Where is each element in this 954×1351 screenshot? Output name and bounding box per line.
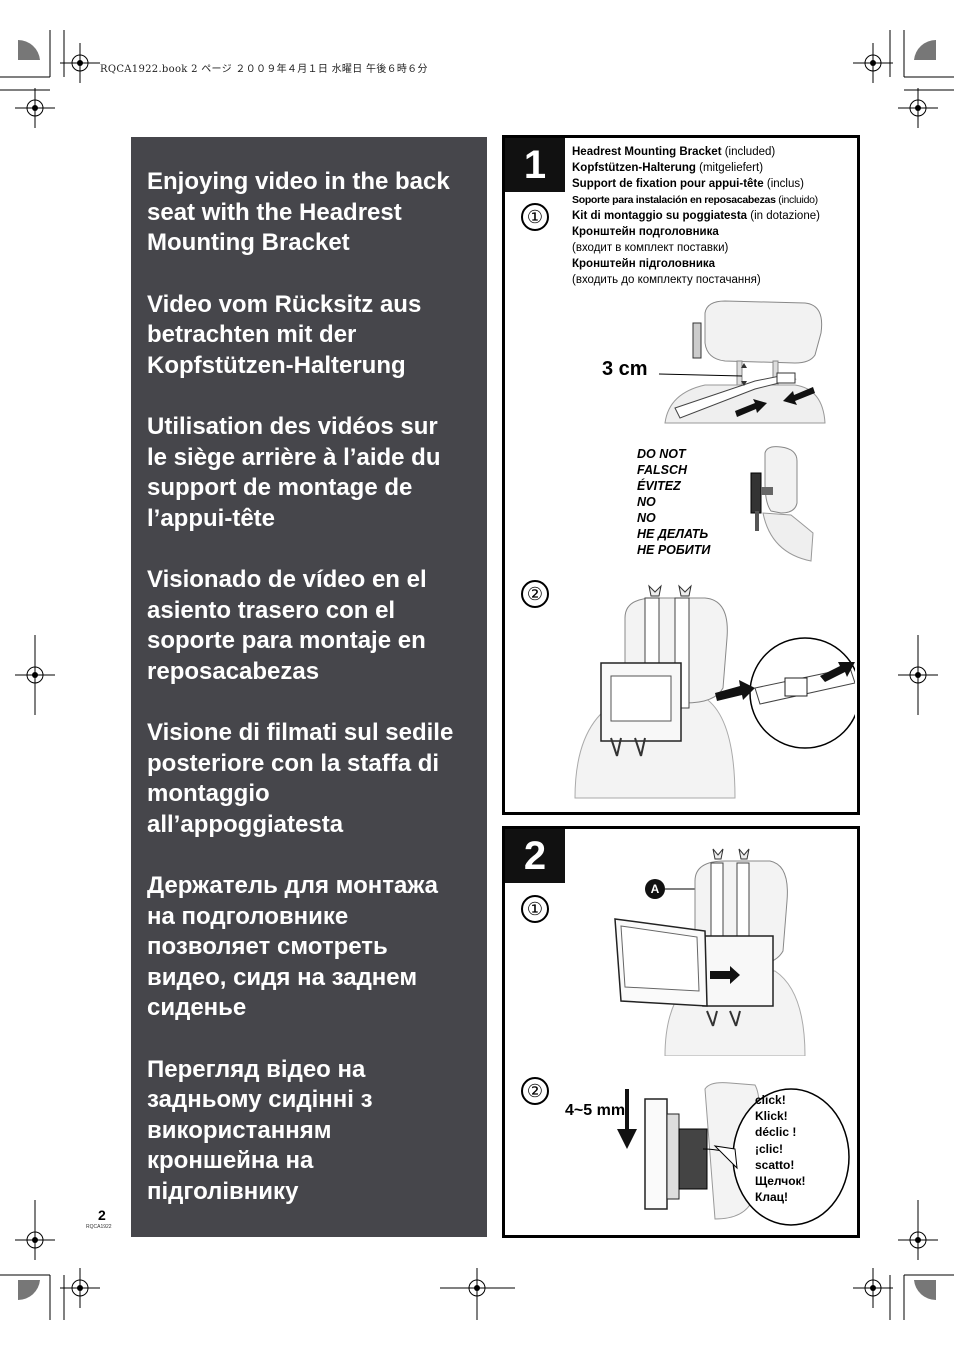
step2-number: 2	[505, 829, 565, 883]
bracket-item: Headrest Mounting Bracket (included)	[572, 144, 820, 160]
step2-sub1-marker: ①	[521, 895, 549, 923]
step2-sub2-marker: ②	[521, 1077, 549, 1105]
step2-box: 2 ① A ② 4~5 mm click! Klick! déclic	[502, 826, 860, 1238]
bracket-item: Kit di montaggio su poggiatesta (in dota…	[572, 208, 820, 224]
warning-text: DO NOT	[637, 446, 710, 462]
click-word: Klick!	[755, 1108, 806, 1124]
distance-leader-line	[657, 370, 747, 380]
title-italian: Visione di filmati sul sedile posteriore…	[147, 718, 482, 840]
warning-text: ÉVITEZ	[637, 478, 710, 494]
step1-number: 1	[505, 138, 565, 192]
step1-box: 1 ① Headrest Mounting Bracket (included)…	[502, 135, 860, 815]
bracket-item: Support de fixation pour appui-tête (inc…	[572, 176, 820, 192]
bracket-item: Кронштейн підголовника	[572, 256, 820, 272]
bracket-item: Soporte para instalación en reposacabeza…	[572, 192, 820, 208]
document-code: RQCA1922	[86, 1224, 112, 1230]
attach-player-illustration	[595, 841, 815, 1056]
bracket-mounted-illustration	[565, 578, 855, 803]
warning-text: НЕ ДЕЛАТЬ	[637, 526, 710, 542]
warning-text: NO	[637, 510, 710, 526]
warning-text: NO	[637, 494, 710, 510]
title-french: Utilisation des vidéos sur le siège arri…	[147, 412, 482, 534]
headrest-strap-illustration	[655, 293, 855, 428]
bracket-item: Кронштейн подголовника	[572, 224, 820, 240]
click-word: déclic !	[755, 1124, 806, 1140]
warning-text: НЕ РОБИТИ	[637, 542, 710, 558]
title-list: Enjoying video in the back seat with the…	[147, 167, 482, 1238]
bracket-item: (входит в комплект поставки)	[572, 240, 820, 256]
click-word-list: click! Klick! déclic ! ¡clic! scatto! Ще…	[755, 1092, 806, 1205]
title-german: Video vom Rücksitz aus betrachten mit de…	[147, 290, 482, 382]
distance-label: 3 cm	[602, 358, 648, 381]
click-word: Щелчок!	[755, 1173, 806, 1189]
warning-text: FALSCH	[637, 462, 710, 478]
click-word: click!	[755, 1092, 806, 1108]
step1-sub1-marker: ①	[521, 203, 549, 231]
warning-list: DO NOT FALSCH ÉVITEZ NO NO НЕ ДЕЛАТЬ НЕ …	[637, 446, 710, 558]
title-ukrainian: Перегляд відео на задньому сидінні з вик…	[147, 1055, 482, 1208]
title-spanish: Visionado de vídeo en el asiento trasero…	[147, 565, 482, 687]
click-word: Клац!	[755, 1189, 806, 1205]
title-panel: Enjoying video in the back seat with the…	[131, 137, 487, 1237]
click-word: scatto!	[755, 1157, 806, 1173]
bracket-item: (входить до комплекту постачання)	[572, 272, 820, 288]
title-russian: Держатель для монтажа на подголовнике по…	[147, 871, 482, 1024]
bracket-item: Kopfstützen-Halterung (mitgeliefert)	[572, 160, 820, 176]
file-header: RQCA1922.book 2 ページ ２００９年４月１日 水曜日 午後６時６分	[100, 60, 428, 75]
step1-sub2-marker: ②	[521, 580, 549, 608]
page-number: 2	[98, 1207, 106, 1223]
wrong-mount-illustration	[741, 443, 821, 563]
click-word: ¡clic!	[755, 1141, 806, 1157]
title-english: Enjoying video in the back seat with the…	[147, 167, 482, 259]
bracket-name-list: Headrest Mounting Bracket (included) Kop…	[572, 144, 820, 288]
